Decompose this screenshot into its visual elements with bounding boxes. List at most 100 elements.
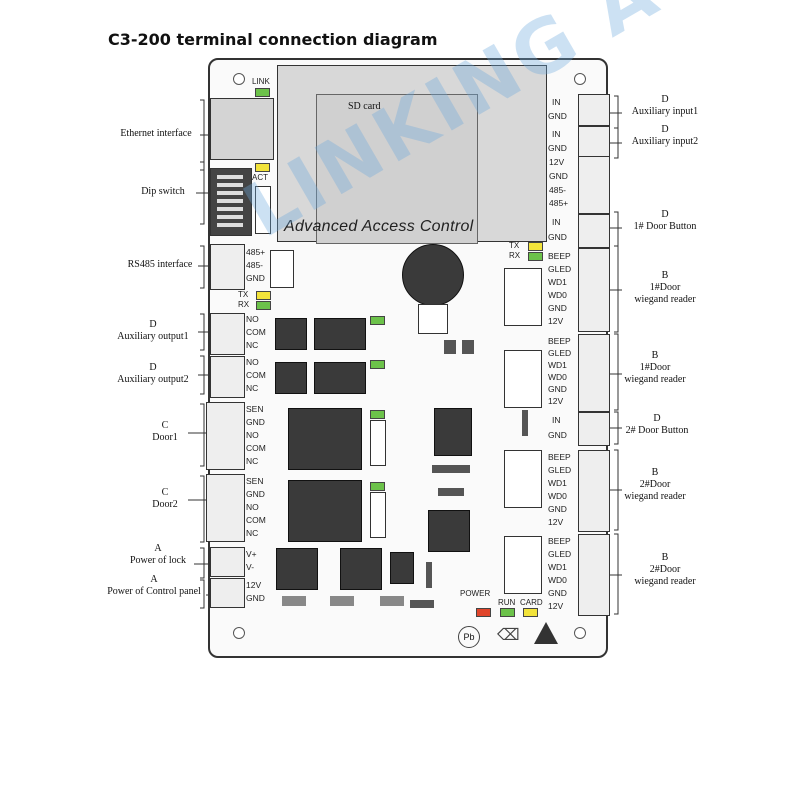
pin-12v: 12V: [548, 601, 564, 611]
pin-com: COM: [246, 515, 266, 525]
led-act-label: ACT: [252, 173, 268, 182]
pin-wd0: WD0: [548, 491, 567, 501]
pin-in: IN: [552, 129, 561, 139]
transceiver-chip: [270, 250, 294, 288]
diode-array: [370, 492, 386, 538]
relay-door1: [288, 408, 362, 470]
pin-beep: BEEP: [548, 452, 571, 462]
pin-485plus: 485+: [246, 247, 266, 257]
battery-holder: [418, 304, 448, 334]
smd-component: [330, 596, 354, 606]
pin-nc: NC: [246, 383, 259, 393]
pin-gnd: GND: [548, 588, 567, 598]
terminal-door-button1[interactable]: [578, 214, 610, 248]
terminal-door-button2[interactable]: [578, 412, 610, 446]
page-title: C3-200 terminal connection diagram: [108, 30, 438, 49]
pin-wd0: WD0: [548, 575, 567, 585]
terminal-door1[interactable]: [206, 402, 245, 470]
relay-led: [370, 482, 385, 491]
smd-component: [444, 340, 456, 354]
pin-gnd: GND: [246, 273, 265, 283]
relay: [275, 362, 307, 394]
power-chip: [276, 548, 318, 590]
sd-card-label: SD card: [348, 101, 381, 112]
mounting-hole: [233, 73, 245, 85]
relay-led: [370, 410, 385, 419]
terminal-lock-power[interactable]: [210, 547, 245, 577]
pin-in: IN: [552, 97, 561, 107]
led-card-label: CARD: [520, 598, 543, 607]
terminal-rs485[interactable]: [210, 244, 245, 290]
pin-in: IN: [552, 415, 561, 425]
pin-wd1: WD1: [548, 360, 567, 370]
terminal-reader3[interactable]: [578, 450, 610, 532]
smd-component: [410, 600, 434, 608]
pin-gled: GLED: [548, 348, 572, 358]
pin-sen: SEN: [246, 476, 264, 486]
pin-beep: BEEP: [548, 251, 571, 261]
pin-nc: NC: [246, 528, 259, 538]
led-tx-left: [256, 291, 271, 300]
terminal-aux-output2[interactable]: [210, 356, 245, 398]
terminal-aux-output1[interactable]: [210, 313, 245, 355]
pin-gnd: GND: [246, 489, 265, 499]
diode-array: [370, 420, 386, 466]
pin-in: IN: [552, 217, 561, 227]
smd-component: [380, 596, 404, 606]
mounting-hole: [233, 627, 245, 639]
smd-component: [282, 596, 306, 606]
terminal-panel-power[interactable]: [210, 578, 245, 608]
dip-switch[interactable]: [210, 168, 252, 236]
pin-12v: 12V: [548, 316, 564, 326]
terminal-ext[interactable]: [578, 156, 610, 214]
pin-12v: 12V: [246, 580, 262, 590]
pin-gnd: GND: [246, 593, 265, 603]
relay-door2: [288, 480, 362, 542]
led-rx-top: [528, 252, 543, 261]
terminal-reader1[interactable]: [578, 248, 610, 332]
mounting-hole: [574, 627, 586, 639]
product-name: Advanced Access Control: [284, 218, 474, 235]
led-rx-left: [256, 301, 271, 310]
pin-gled: GLED: [548, 549, 572, 559]
pin-wd0: WD0: [548, 372, 567, 382]
pin-12v: 12V: [548, 517, 564, 527]
callout-dip-switch: Dip switch: [141, 186, 185, 197]
terminal-aux-input2[interactable]: [578, 126, 610, 158]
power-chip: [340, 548, 382, 590]
pin-gnd: GND: [548, 384, 567, 394]
pin-485minus: 485-: [246, 260, 264, 270]
led-act: [255, 163, 270, 172]
led-run: [500, 608, 515, 617]
relay: [275, 318, 307, 350]
terminal-reader4[interactable]: [578, 534, 610, 616]
pin-com: COM: [246, 370, 266, 380]
led-tx-left-label: TX: [238, 290, 249, 299]
pin-485plus: 485+: [549, 198, 569, 208]
led-tx-top: [528, 242, 543, 251]
pin-v-plus: V+: [246, 549, 257, 559]
pin-gnd: GND: [548, 303, 567, 313]
ic-chip: [434, 408, 472, 456]
pin-sen: SEN: [246, 404, 264, 414]
pin-wd1: WD1: [548, 277, 567, 287]
smd-component: [426, 562, 432, 588]
terminal-reader2[interactable]: [578, 334, 610, 412]
resistor-array: [255, 186, 271, 234]
pin-gnd: GND: [246, 417, 265, 427]
led-card: [523, 608, 538, 617]
led-power: [476, 608, 491, 617]
pin-nc: NC: [246, 340, 259, 350]
terminal-aux-input1[interactable]: [578, 94, 610, 126]
led-rx-top-label: RX: [509, 251, 521, 260]
terminal-door2[interactable]: [206, 474, 245, 542]
led-power-label: POWER: [460, 589, 491, 598]
pin-gled: GLED: [548, 264, 572, 274]
rj-connector: [504, 268, 542, 326]
